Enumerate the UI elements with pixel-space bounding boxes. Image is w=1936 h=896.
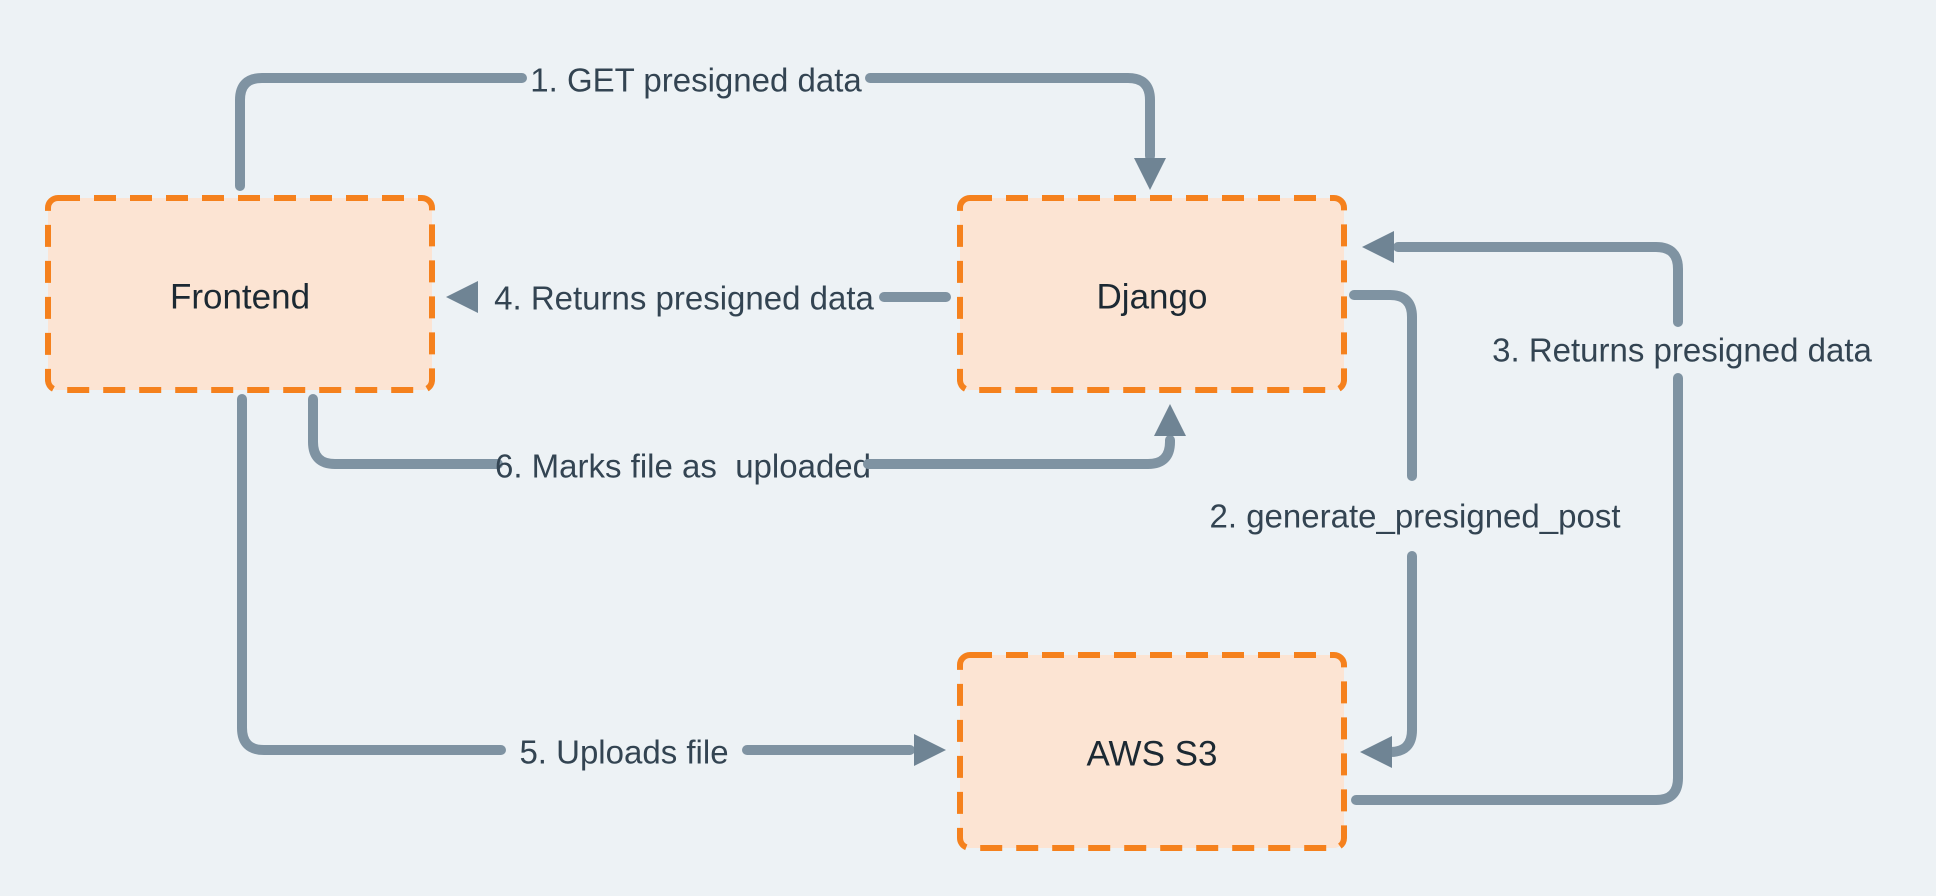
edge-returns-presigned-data-to-frontend: 4. Returns presigned data <box>446 280 951 317</box>
edge-get-presigned-data: 1. GET presigned data <box>235 62 1166 191</box>
node-django: Django <box>957 195 1347 393</box>
wire-segment <box>1393 242 1683 327</box>
node-django-label: Django <box>1097 278 1208 317</box>
edge-marks-file-uploaded: 6. Marks file as uploaded <box>308 394 1186 485</box>
arrowhead-up-icon <box>1154 404 1186 436</box>
wire-segment <box>1351 373 1683 805</box>
edge-returns-presigned-data-to-django: 3. Returns presigned data <box>1351 231 1873 805</box>
arrowhead-down-icon <box>1134 158 1166 190</box>
edge-label-generate-presigned-post: 2. generate_presigned_post <box>1210 498 1621 535</box>
arrowhead-left-icon <box>446 281 478 313</box>
arrowhead-right-icon <box>914 734 946 766</box>
edge-label-returns-presigned-data-to-frontend: 4. Returns presigned data <box>494 280 874 317</box>
edge-uploads-file: 5. Uploads file <box>237 394 946 771</box>
node-aws-s3-box <box>957 652 1347 851</box>
node-django-box <box>957 195 1347 393</box>
edge-label-returns-presigned-data-to-django: 3. Returns presigned data <box>1492 332 1872 369</box>
node-frontend: Frontend <box>45 195 435 393</box>
node-frontend-label: Frontend <box>170 278 310 317</box>
arrowhead-left-icon <box>1362 231 1394 263</box>
node-aws-s3-label: AWS S3 <box>1087 735 1218 774</box>
edge-label-uploads-file: 5. Uploads file <box>519 734 728 771</box>
wire-segment <box>1349 290 1417 481</box>
arrowhead-left-icon <box>1360 736 1392 768</box>
edge-label-marks-file-uploaded: 6. Marks file as uploaded <box>495 448 871 485</box>
node-aws-s3: AWS S3 <box>957 652 1347 851</box>
wire-segment <box>863 435 1175 469</box>
edge-generate-presigned-post: 2. generate_presigned_post <box>1210 290 1621 768</box>
node-frontend-box <box>45 195 435 393</box>
wire-segment <box>865 73 1155 161</box>
wire-segment <box>237 394 506 755</box>
wire-segment <box>1385 551 1417 757</box>
wire-segment <box>308 394 503 469</box>
wire-segment <box>235 73 527 191</box>
edge-label-get-presigned-data: 1. GET presigned data <box>530 62 862 99</box>
